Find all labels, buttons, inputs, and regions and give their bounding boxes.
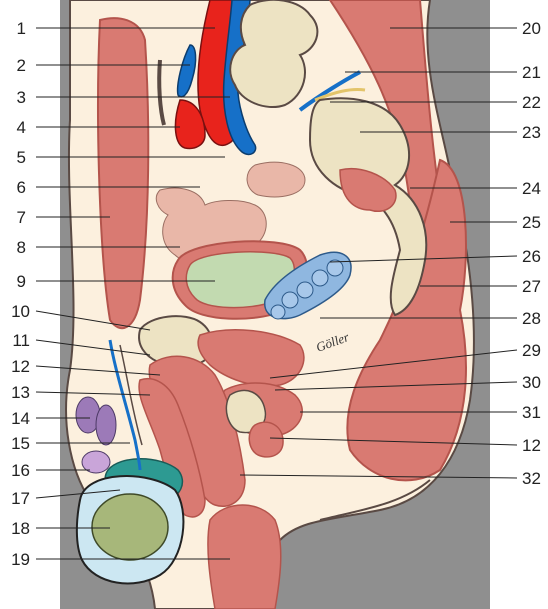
- vesicle-lobule-4: [327, 260, 343, 276]
- testis: [92, 494, 168, 560]
- gland-lower: [96, 405, 116, 445]
- label-27: 27: [522, 277, 541, 296]
- vesicle-lobule-2: [297, 282, 313, 298]
- label-4: 4: [17, 118, 26, 137]
- label-19: 19: [11, 550, 30, 569]
- label-5: 5: [17, 148, 26, 167]
- label-15: 15: [11, 434, 30, 453]
- left-labels: 1 2 3 4 5 6 7 8 9 10 11 12 13 14 15 16 1…: [11, 19, 30, 569]
- label-2: 2: [17, 56, 26, 75]
- thigh-muscle: [208, 505, 281, 609]
- label-25: 25: [522, 213, 541, 232]
- label-23: 23: [522, 123, 541, 142]
- vertebral-body: [247, 162, 305, 197]
- label-3: 3: [17, 88, 26, 107]
- label-24: 24: [522, 179, 541, 198]
- label-32: 32: [522, 469, 541, 488]
- label-30: 30: [522, 373, 541, 392]
- vesicle-lobule-5: [271, 305, 285, 319]
- label-18: 18: [11, 519, 30, 538]
- label-20: 20: [522, 19, 541, 38]
- label-7: 7: [17, 208, 26, 227]
- label-8: 8: [17, 238, 26, 257]
- label-21: 21: [522, 63, 541, 82]
- perineal-body: [249, 422, 283, 457]
- label-17: 17: [11, 489, 30, 508]
- label-26: 26: [522, 247, 541, 266]
- label-6: 6: [17, 178, 26, 197]
- label-13: 13: [11, 383, 30, 402]
- label-31: 31: [522, 403, 541, 422]
- label-14: 14: [11, 409, 30, 428]
- label-12-right: 12: [522, 436, 541, 455]
- vesicle-lobule-1: [282, 292, 298, 308]
- label-12-left: 12: [11, 357, 30, 376]
- label-1: 1: [17, 19, 26, 38]
- label-16: 16: [11, 461, 30, 480]
- label-11: 11: [12, 331, 30, 350]
- right-labels: 20 21 22 23 24 25 26 27 28 29 30 31 12 3…: [522, 19, 541, 488]
- label-22: 22: [522, 93, 541, 112]
- label-29: 29: [522, 341, 541, 360]
- label-28: 28: [522, 309, 541, 328]
- vesicle-lobule-3: [312, 270, 328, 286]
- label-10: 10: [11, 302, 30, 321]
- label-9: 9: [17, 272, 26, 291]
